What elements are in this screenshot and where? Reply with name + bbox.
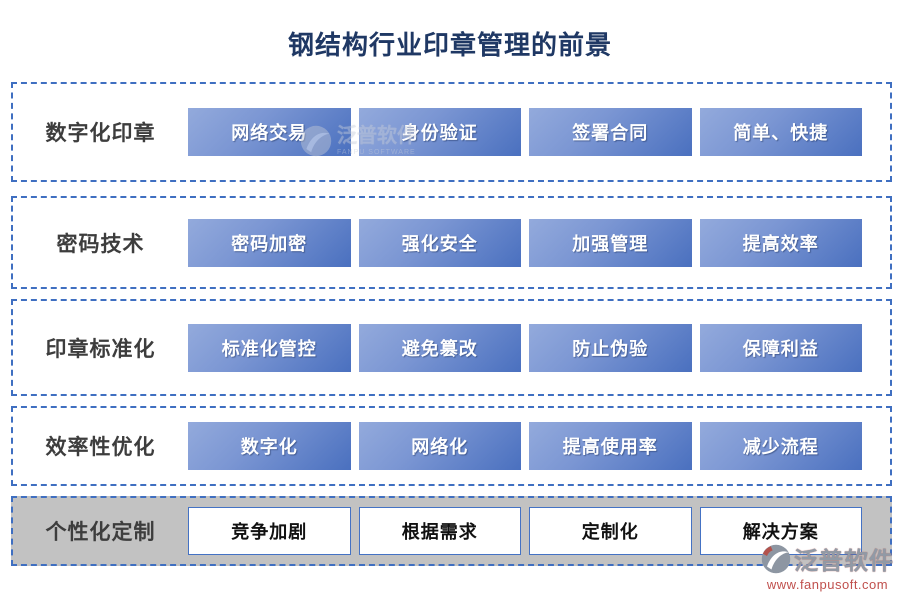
item-cell: 定制化 bbox=[529, 507, 692, 555]
item-cell: 签署合同 bbox=[529, 108, 692, 156]
row-digital-seal: 数字化印章 网络交易 身份验证 签署合同 简单、快捷 bbox=[11, 82, 892, 182]
item-cell: 竞争加剧 bbox=[188, 507, 351, 555]
item-cell: 提高效率 bbox=[699, 218, 862, 267]
row-label: 数字化印章 bbox=[45, 122, 156, 145]
item-cell: 防止伪验 bbox=[529, 323, 692, 372]
item-cell: 提高使用率 bbox=[529, 422, 692, 470]
row-label: 密码技术 bbox=[56, 232, 145, 256]
item-cell: 标准化管控 bbox=[188, 323, 351, 372]
row-items: 标准化管控 避免篡改 防止伪验 保障利益 bbox=[188, 323, 890, 372]
item-cell: 网络化 bbox=[358, 422, 521, 470]
item-cell: 解决方案 bbox=[699, 507, 862, 555]
row-seal-standardization: 印章标准化 标准化管控 避免篡改 防止伪验 保障利益 bbox=[11, 299, 892, 396]
row-items: 数字化 网络化 提高使用率 减少流程 bbox=[188, 422, 890, 470]
item-cell: 根据需求 bbox=[358, 507, 521, 555]
rows-container: 数字化印章 网络交易 身份验证 签署合同 简单、快捷 密码技术 密码加密 强化安… bbox=[11, 82, 892, 566]
item-cell: 网络交易 bbox=[188, 108, 351, 156]
row-label: 印章标准化 bbox=[45, 337, 156, 361]
item-cell: 密码加密 bbox=[188, 218, 351, 267]
row-items: 竞争加剧 根据需求 定制化 解决方案 bbox=[188, 507, 890, 555]
row-personalization: 个性化定制 竞争加剧 根据需求 定制化 解决方案 bbox=[11, 496, 892, 566]
row-efficiency-optimization: 效率性优化 数字化 网络化 提高使用率 减少流程 bbox=[11, 406, 892, 486]
item-cell: 加强管理 bbox=[529, 218, 692, 267]
item-cell: 强化安全 bbox=[358, 218, 521, 267]
watermark-url-text: www.fanpusoft.com bbox=[766, 577, 889, 592]
item-cell: 减少流程 bbox=[699, 422, 862, 470]
row-label: 效率性优化 bbox=[45, 436, 156, 459]
item-cell: 简单、快捷 bbox=[699, 108, 862, 156]
item-cell: 数字化 bbox=[188, 422, 351, 470]
row-items: 密码加密 强化安全 加强管理 提高效率 bbox=[188, 218, 890, 267]
row-password-tech: 密码技术 密码加密 强化安全 加强管理 提高效率 bbox=[11, 196, 892, 289]
item-cell: 保障利益 bbox=[699, 323, 862, 372]
item-cell: 避免篡改 bbox=[358, 323, 521, 372]
row-items: 网络交易 身份验证 签署合同 简单、快捷 bbox=[188, 108, 890, 156]
row-label: 个性化定制 bbox=[45, 521, 156, 544]
item-cell: 身份验证 bbox=[358, 108, 521, 156]
page-title: 钢结构行业印章管理的前景 bbox=[287, 30, 612, 60]
